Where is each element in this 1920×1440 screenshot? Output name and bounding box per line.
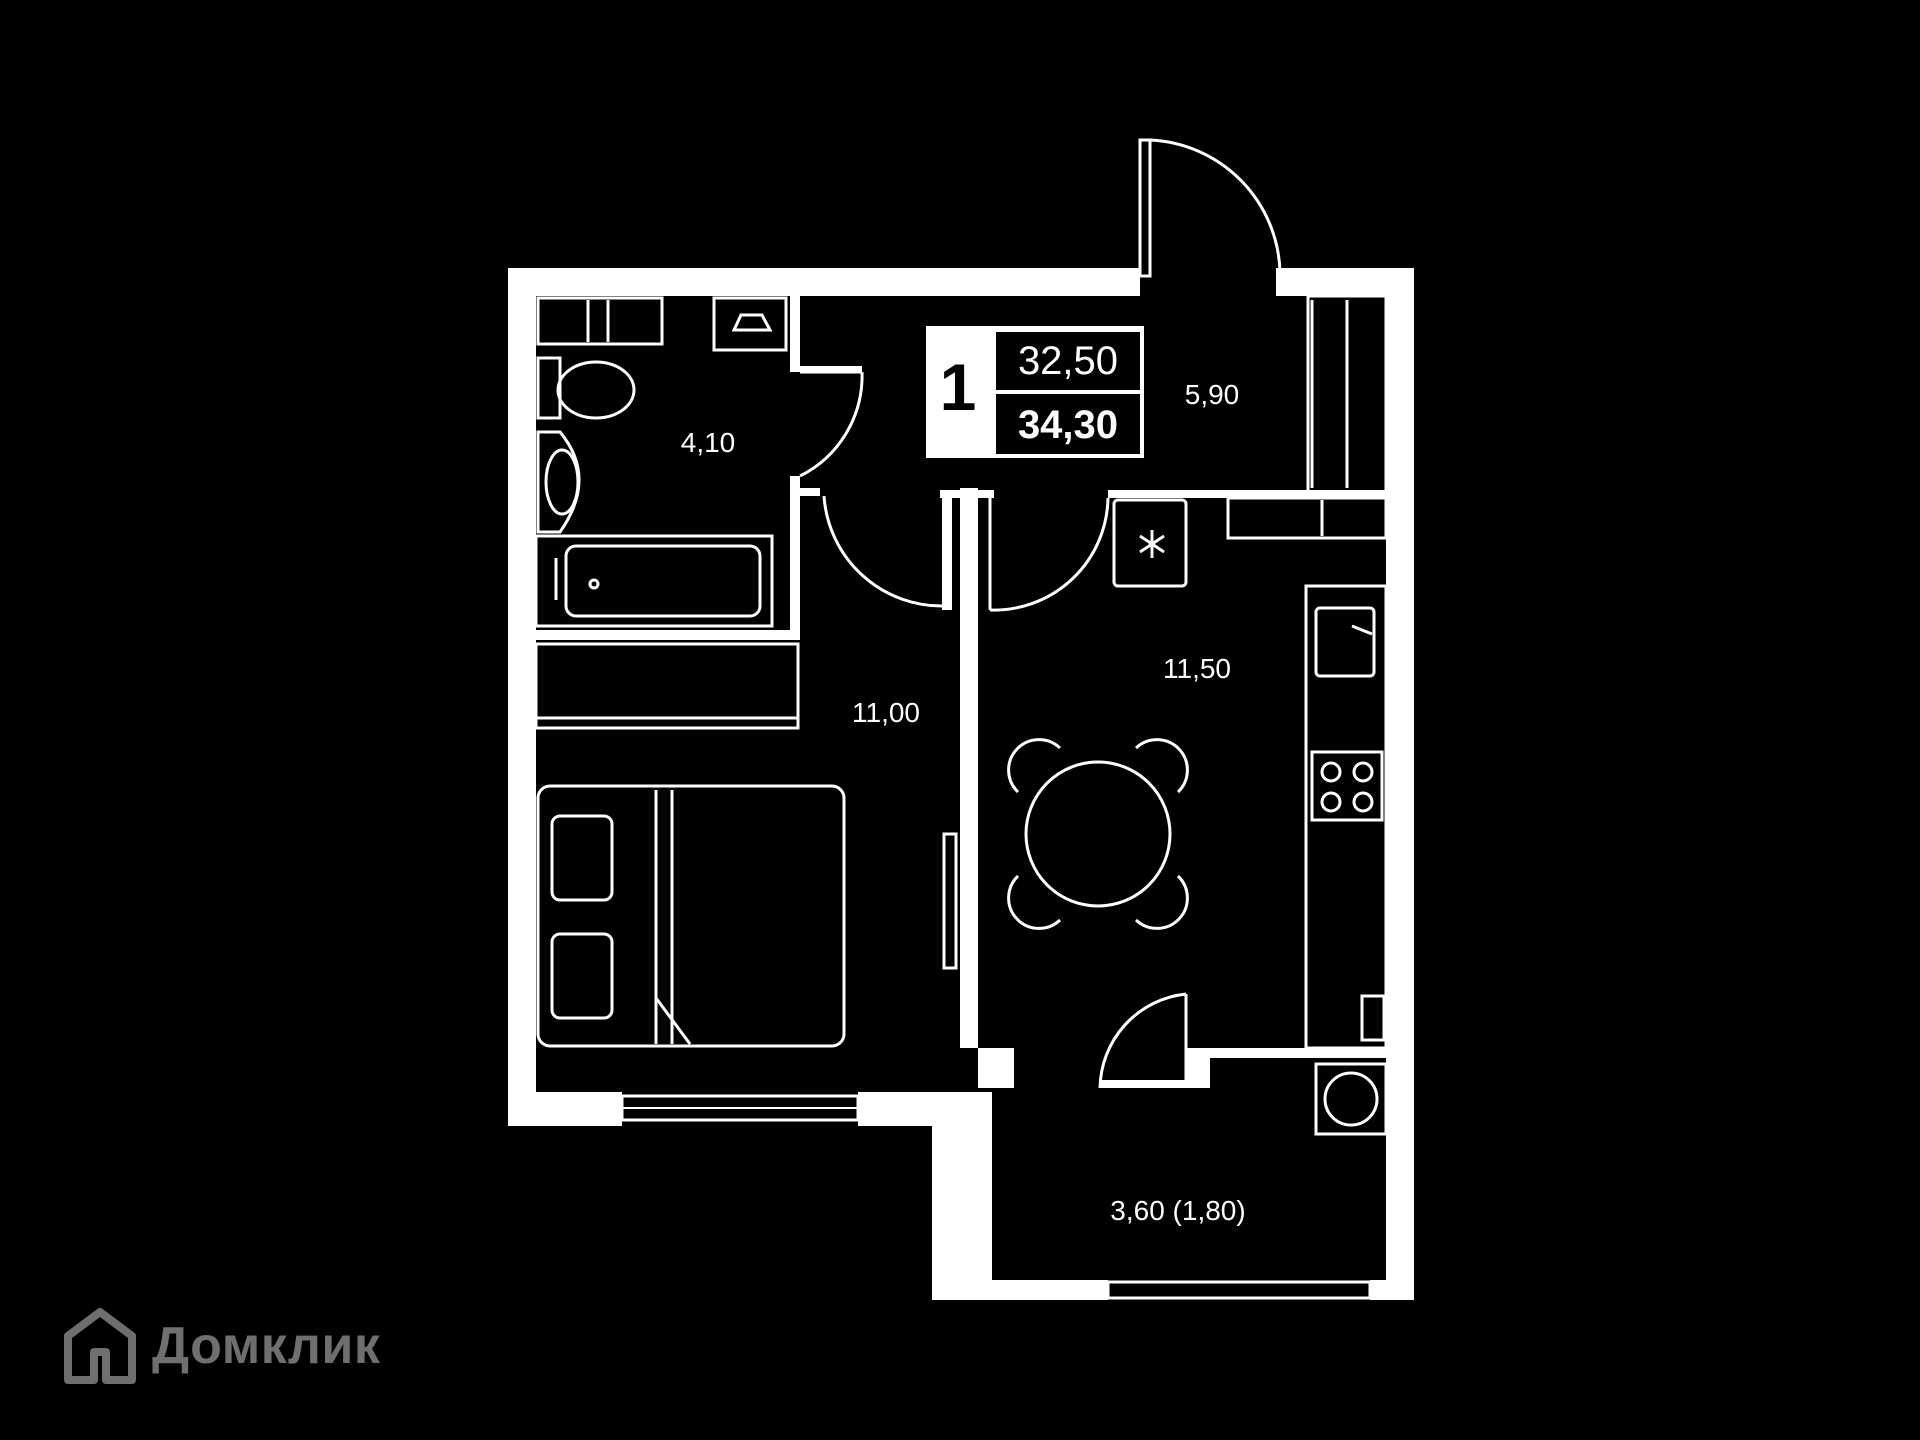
bedroom-door xyxy=(822,495,946,608)
kitchen-fixtures xyxy=(1007,496,1388,1050)
bathroom-fixtures xyxy=(534,296,788,628)
hallway-area: 5,90 xyxy=(1185,379,1240,410)
interior-walls xyxy=(536,296,1386,1088)
balcony-door xyxy=(1098,992,1188,1089)
balcony-area: 3,60 (1,80) xyxy=(1110,1195,1245,1226)
kitchen-door xyxy=(988,496,1110,612)
bedroom-window xyxy=(620,1094,860,1122)
outer-walls xyxy=(508,268,1414,1300)
bathroom-area: 4,10 xyxy=(681,427,736,458)
bathroom-door xyxy=(799,370,864,478)
bedroom-furniture xyxy=(534,642,958,1048)
total-area: 34,30 xyxy=(1018,403,1118,447)
living-area: 32,50 xyxy=(1018,339,1118,383)
entrance-door xyxy=(1138,138,1282,278)
bedroom-area: 11,00 xyxy=(852,697,920,728)
watermark-text: Домклик xyxy=(152,1317,381,1375)
house-logo-icon xyxy=(64,1308,136,1384)
room-count: 1 xyxy=(940,350,977,424)
balcony-window xyxy=(1106,1280,1372,1300)
watermark: Домклик xyxy=(64,1308,380,1384)
balcony-fixtures xyxy=(1314,1062,1388,1136)
kitchen-area: 11,50 xyxy=(1163,653,1231,684)
summary-box: 1 32,50 34,30 xyxy=(926,326,1144,458)
